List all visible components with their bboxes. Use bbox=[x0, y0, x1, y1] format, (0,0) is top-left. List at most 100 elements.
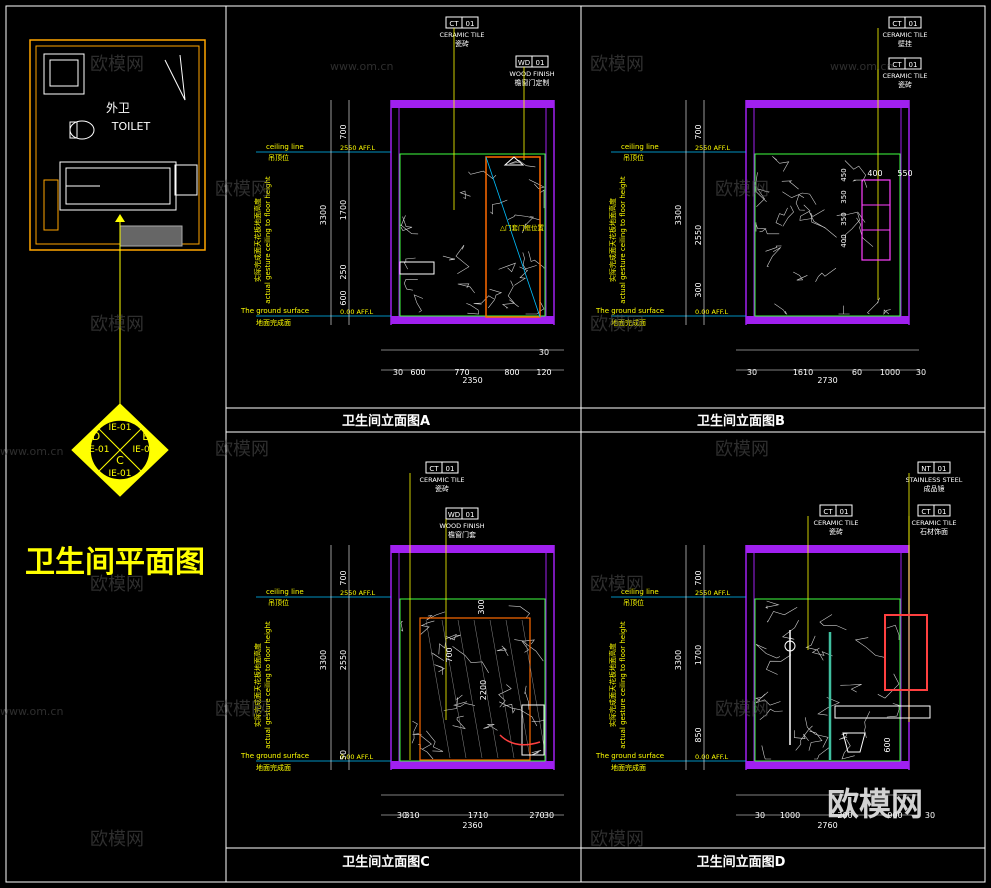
marble-vein bbox=[452, 646, 489, 673]
ceiling-label-cn: 吊顶位 bbox=[623, 598, 644, 607]
marble-vein bbox=[814, 746, 832, 760]
marble-vein bbox=[473, 295, 495, 305]
marble-vein bbox=[844, 160, 867, 184]
marble-vein bbox=[539, 189, 545, 209]
elevation-title: 卫生间立面图B bbox=[697, 413, 785, 429]
tag-cn: 瓷砖 bbox=[455, 39, 469, 48]
marble-vein bbox=[483, 724, 498, 731]
marble-vein bbox=[438, 634, 457, 655]
glass-hatch bbox=[457, 619, 483, 759]
marble-vein bbox=[795, 725, 813, 751]
dim-h-label: 310 bbox=[404, 811, 419, 820]
marble-vein bbox=[755, 172, 767, 203]
marble-vein bbox=[443, 694, 463, 711]
plan-title: 卫生间平面图 bbox=[25, 545, 205, 580]
marble-vein bbox=[400, 216, 413, 231]
tag-cn: 檐窗门定制 bbox=[515, 78, 550, 87]
marble-vein bbox=[819, 614, 847, 631]
marble-vein bbox=[499, 701, 538, 727]
marble-vein bbox=[852, 179, 868, 188]
glass-hatch bbox=[441, 619, 467, 759]
tag-num-box bbox=[933, 461, 951, 474]
ceiling-aff: 2550 AFF.L bbox=[695, 589, 731, 597]
marble-vein bbox=[507, 280, 519, 308]
marble-vein bbox=[434, 664, 445, 675]
tag-code: NT bbox=[921, 465, 931, 473]
marble-vein bbox=[886, 624, 900, 640]
marble-vein bbox=[775, 207, 788, 226]
marble-vein bbox=[886, 703, 900, 718]
dim-h-label: 1000 bbox=[880, 368, 900, 377]
inner-dim: 700 bbox=[445, 647, 454, 662]
tag-en: CERAMIC TILE bbox=[882, 72, 927, 80]
marble-vein bbox=[502, 703, 516, 714]
dim-v-label: 50 bbox=[339, 750, 348, 760]
glass-hatch bbox=[521, 619, 547, 759]
dim-total-h: 2730 bbox=[817, 376, 837, 385]
ceiling-label-cn: 吊顶位 bbox=[268, 153, 289, 162]
marble-vein bbox=[525, 300, 545, 315]
door-arrow bbox=[503, 156, 525, 166]
marble-vein bbox=[799, 204, 812, 221]
marble-vein bbox=[761, 745, 772, 760]
watermark-url: www.om.cn bbox=[330, 60, 393, 73]
floor-plan: 外卫 TOILET bbox=[29, 39, 206, 420]
tag-code: CT bbox=[921, 508, 931, 516]
tag-num: 01 bbox=[909, 61, 918, 69]
dim-v-label: 2550 bbox=[694, 225, 703, 245]
tag-en: WOOD FINISH bbox=[509, 70, 554, 78]
ceiling-label-en: ceiling line bbox=[621, 588, 659, 596]
marble-vein bbox=[845, 213, 860, 241]
tag-cn: 成品镜 bbox=[924, 484, 945, 493]
shelf-dim: 400 bbox=[840, 234, 848, 247]
symbol-code-d: IE-01 bbox=[86, 445, 109, 455]
ground-aff: 0.00 AFF.L bbox=[340, 308, 373, 316]
watermark-logo: 欧模网 bbox=[827, 785, 923, 823]
symbol-d: D bbox=[92, 430, 100, 443]
vertical-note-cn: 实际完成面天花板地面高度 bbox=[253, 643, 262, 727]
dim-h-label: 1710 bbox=[468, 811, 488, 820]
dim-v-label: 2550 bbox=[339, 650, 348, 670]
glass-hatch bbox=[489, 619, 515, 759]
inner-dim: 2200 bbox=[479, 680, 488, 700]
inner-dim: 300 bbox=[477, 599, 486, 614]
tag-code: CT bbox=[892, 20, 902, 28]
dim-h-label: 200 bbox=[837, 811, 852, 820]
vanity-counter bbox=[834, 705, 931, 719]
dim-total-h: 2350 bbox=[462, 376, 482, 385]
tile-area bbox=[399, 153, 546, 317]
marble-vein bbox=[400, 621, 404, 632]
marble-vein bbox=[522, 216, 535, 234]
dim-v-label: 1700 bbox=[694, 645, 703, 665]
tag-code: WD bbox=[448, 511, 460, 519]
dim-total-h: 2360 bbox=[462, 821, 482, 830]
tag-en: WOOD FINISH bbox=[439, 522, 484, 530]
shelf-dim-h: 400 bbox=[867, 169, 882, 178]
watermark-text: 欧模网 bbox=[90, 574, 144, 595]
vertical-note-en: actual gesture ceiling to floor height bbox=[619, 176, 627, 304]
watermark-text: 欧模网 bbox=[590, 829, 644, 850]
dim-v-label: 850 bbox=[694, 727, 703, 742]
tag-num: 01 bbox=[466, 20, 475, 28]
watermark-text: 欧模网 bbox=[90, 829, 144, 850]
vertical-note-en: actual gesture ceiling to floor height bbox=[264, 176, 272, 304]
watermark-text: 欧模网 bbox=[215, 439, 269, 460]
ground-label-en: The ground surface bbox=[595, 752, 664, 760]
ground-label-cn: 地面完成面 bbox=[256, 763, 291, 772]
ceiling-aff: 2550 AFF.L bbox=[340, 589, 376, 597]
ceiling-label-cn: 吊顶位 bbox=[268, 598, 289, 607]
marble-vein bbox=[765, 600, 780, 609]
ceiling-label-en: ceiling line bbox=[266, 143, 304, 151]
tag-num-box bbox=[531, 55, 549, 68]
toilet-bowl bbox=[499, 734, 541, 746]
tag-cn: 瓷砖 bbox=[829, 527, 843, 536]
dim-h-label: 30 bbox=[916, 368, 926, 377]
watermark-text: 欧模网 bbox=[90, 314, 144, 335]
tag-num-box bbox=[933, 504, 951, 517]
tag-cn: 瓷砖 bbox=[435, 484, 449, 493]
